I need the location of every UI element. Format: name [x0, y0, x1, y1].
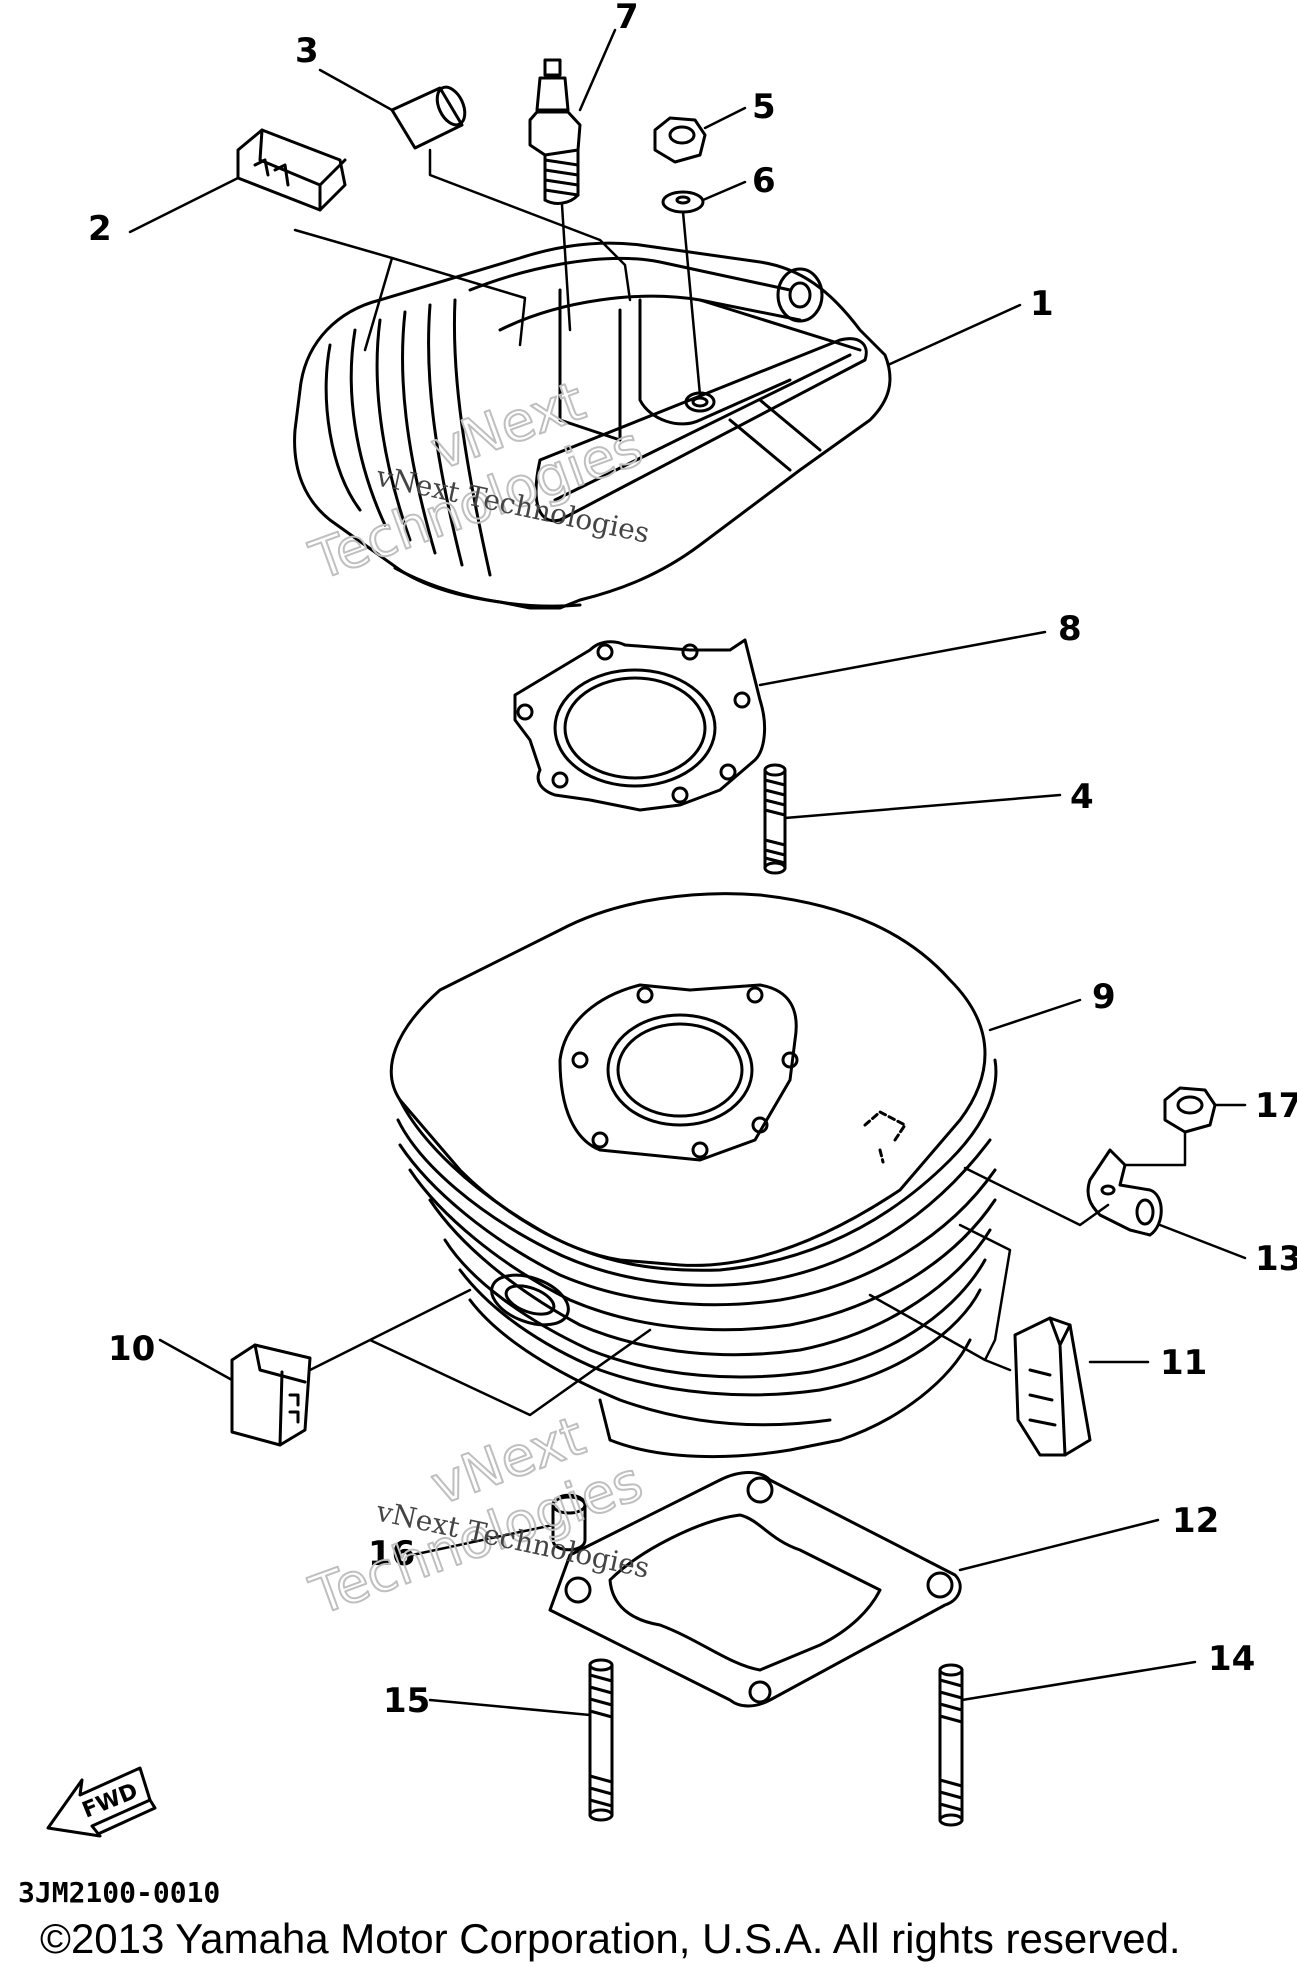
stud-bolt-right [938, 1663, 964, 1827]
callout-13: 13 [1255, 1239, 1297, 1279]
head-gasket [513, 638, 766, 812]
callout-4: 4 [1070, 777, 1094, 817]
callout-15: 15 [383, 1681, 430, 1721]
damper-part-10 [230, 1343, 312, 1447]
callout-14: 14 [1208, 1639, 1255, 1679]
damper-part-2 [236, 128, 347, 212]
fwd-arrow-icon: FWD [46, 1766, 157, 1838]
callout-6: 6 [752, 161, 776, 201]
cylinder [389, 892, 998, 1459]
nut-part-17 [1163, 1086, 1217, 1134]
callout-10: 10 [108, 1329, 155, 1369]
callout-11: 11 [1160, 1343, 1207, 1383]
callout-2: 2 [88, 209, 112, 249]
leader-lines [128, 28, 1247, 1717]
callout-12: 12 [1172, 1501, 1219, 1541]
cap-part-3 [390, 85, 467, 150]
reference-code: 3JM2100-0010 [18, 1876, 221, 1909]
copyright-notice: ©2013 Yamaha Motor Corporation, U.S.A. A… [40, 1915, 1181, 1962]
damper-part-11 [1013, 1316, 1092, 1457]
spark-plug [528, 58, 582, 205]
nut-part-5 [653, 116, 707, 164]
cylinder-head [293, 241, 892, 610]
base-gasket [548, 1471, 962, 1708]
callout-17: 17 [1255, 1086, 1297, 1126]
stud-bolt-upper [763, 763, 787, 875]
callout-1: 1 [1030, 284, 1054, 324]
watermark-top: vNext Technologies vNext Technologies [301, 368, 653, 594]
callout-numbers: 1 2 3 4 5 6 7 8 9 10 11 12 13 14 15 16 1… [88, 0, 1297, 1721]
callout-7: 7 [615, 0, 639, 37]
callout-3: 3 [295, 31, 319, 71]
washer-part-6 [661, 190, 705, 214]
callout-16: 16 [368, 1534, 415, 1574]
bracket-part-13 [1086, 1148, 1163, 1237]
dowel-part-16 [551, 1493, 587, 1552]
callout-8: 8 [1058, 609, 1082, 649]
callout-5: 5 [752, 87, 776, 127]
stud-bolt-left [588, 1658, 614, 1822]
watermark-bottom: vNext Technologies vNext Technologies [301, 1403, 653, 1629]
callout-9: 9 [1092, 977, 1116, 1017]
